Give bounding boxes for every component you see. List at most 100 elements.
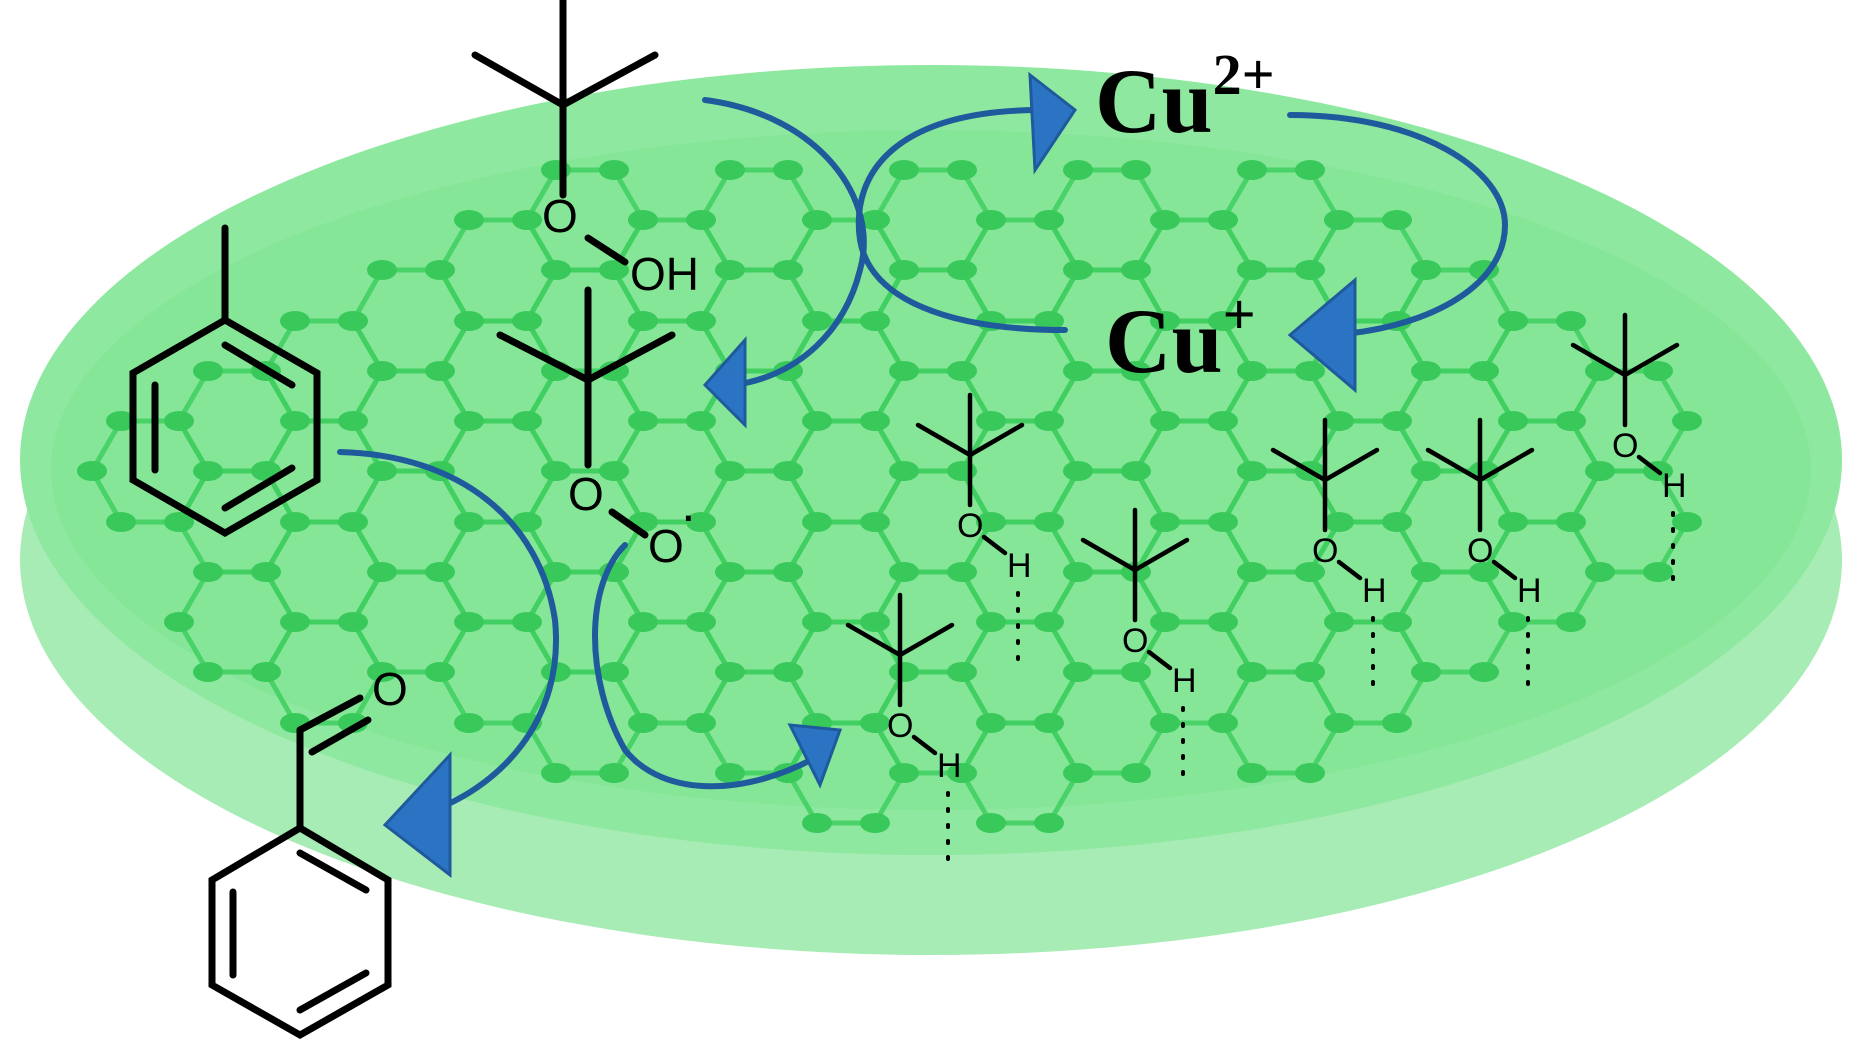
- lattice-atom: [889, 662, 919, 682]
- lattice-atom: [1063, 160, 1093, 180]
- lattice-atom: [1237, 361, 1267, 381]
- lattice-atom: [1150, 311, 1180, 331]
- radical-dot: ·: [680, 487, 697, 543]
- lattice-atom: [802, 311, 832, 331]
- lattice-atom: [1208, 713, 1238, 733]
- lattice-atom: [628, 411, 658, 431]
- lattice-atom: [1150, 411, 1180, 431]
- lattice-atom: [1121, 763, 1151, 783]
- tbuoh-h-atom: H: [1007, 547, 1032, 585]
- lattice-atom: [454, 311, 484, 331]
- arrow-tbhp-to-radical: [702, 97, 867, 388]
- lattice-atom: [599, 260, 629, 280]
- lattice-atom: [1063, 562, 1093, 582]
- tbuoh-o-atom: O: [1612, 427, 1638, 465]
- lattice-atom: [802, 813, 832, 833]
- lattice-atom: [454, 512, 484, 532]
- radical-o2-atom: O: [648, 520, 684, 572]
- lattice-atom: [193, 662, 223, 682]
- lattice-atom: [773, 562, 803, 582]
- lattice-atom: [338, 512, 368, 532]
- lattice-atom: [367, 260, 397, 280]
- lattice-atom: [280, 612, 310, 632]
- lattice-atom: [1324, 512, 1354, 532]
- lattice-atom: [773, 662, 803, 682]
- tbuoh-molecule: OH: [1570, 312, 1687, 582]
- lattice-atom: [599, 662, 629, 682]
- lattice-atom: [1150, 612, 1180, 632]
- lattice-atom: [976, 210, 1006, 230]
- lattice-atom: [1556, 512, 1586, 532]
- arrowhead-to-tbuoh: [787, 723, 843, 789]
- lattice-atom: [947, 662, 977, 682]
- lattice-atom: [367, 361, 397, 381]
- arrowhead-to-radical: [702, 336, 747, 429]
- lattice-atom: [1208, 612, 1238, 632]
- lattice-atom: [947, 361, 977, 381]
- lattice-atom: [686, 713, 716, 733]
- lattice-atom: [164, 512, 194, 532]
- tbuoh-molecule: OH: [845, 592, 962, 862]
- lattice-atom: [164, 411, 194, 431]
- lattice-atom: [1034, 813, 1064, 833]
- lattice-atom: [367, 461, 397, 481]
- lattice-atom: [686, 411, 716, 431]
- lattice-atom: [1034, 512, 1064, 532]
- arrow-toluene-to-benzaldehyde: [337, 449, 559, 818]
- lattice-atom: [367, 662, 397, 682]
- lattice-atom: [773, 160, 803, 180]
- lattice-atom: [541, 461, 571, 481]
- lattice-atom: [889, 160, 919, 180]
- lattice-atom: [1121, 260, 1151, 280]
- lattice-atom: [715, 461, 745, 481]
- lattice-atom: [715, 160, 745, 180]
- lattice-atom: [599, 160, 629, 180]
- arrowhead-to-benzaldehyde: [382, 751, 452, 879]
- lattice-atom: [454, 210, 484, 230]
- lattice-atom: [773, 461, 803, 481]
- lattice-atom: [802, 411, 832, 431]
- lattice-atom: [280, 512, 310, 532]
- lattice-atom: [1498, 411, 1528, 431]
- lattice-atom: [251, 662, 281, 682]
- lattice-atom: [541, 763, 571, 783]
- tbuoh-o-atom: O: [887, 707, 913, 745]
- lattice-atom: [599, 763, 629, 783]
- lattice-atom: [1121, 662, 1151, 682]
- lattice-atom: [425, 562, 455, 582]
- lattice-atom: [1063, 763, 1093, 783]
- lattice-atom: [860, 311, 890, 331]
- lattice-atom: [1585, 461, 1615, 481]
- lattice-atom: [1237, 260, 1267, 280]
- lattice-atom: [1672, 411, 1702, 431]
- lattice-atom: [860, 612, 890, 632]
- lattice-atom: [860, 210, 890, 230]
- lattice-atom: [1237, 763, 1267, 783]
- lattice-atom: [1382, 411, 1412, 431]
- lattice-atom: [1556, 411, 1586, 431]
- lattice-atom: [628, 612, 658, 632]
- lattice-atom: [1672, 512, 1702, 532]
- lattice-atom: [1063, 361, 1093, 381]
- tbuoh-o-atom: O: [957, 507, 983, 545]
- lattice-atom: [1469, 562, 1499, 582]
- lattice-atom: [425, 662, 455, 682]
- lattice-atom: [1295, 160, 1325, 180]
- lattice-atom: [686, 311, 716, 331]
- lattice-atom: [1498, 311, 1528, 331]
- lattice-atom: [512, 311, 542, 331]
- lattice-atom: [512, 411, 542, 431]
- lattice-atom: [1411, 562, 1441, 582]
- lattice-atom: [889, 461, 919, 481]
- tbhp-oh-group: OH: [630, 248, 699, 300]
- lattice-atom: [1237, 562, 1267, 582]
- lattice-atom: [338, 311, 368, 331]
- lattice-atom: [1063, 461, 1093, 481]
- lattice-atom: [1237, 160, 1267, 180]
- lattice-atom: [1150, 713, 1180, 733]
- lattice-atom: [686, 612, 716, 632]
- lattice-atom: [802, 612, 832, 632]
- lattice-atom: [454, 411, 484, 431]
